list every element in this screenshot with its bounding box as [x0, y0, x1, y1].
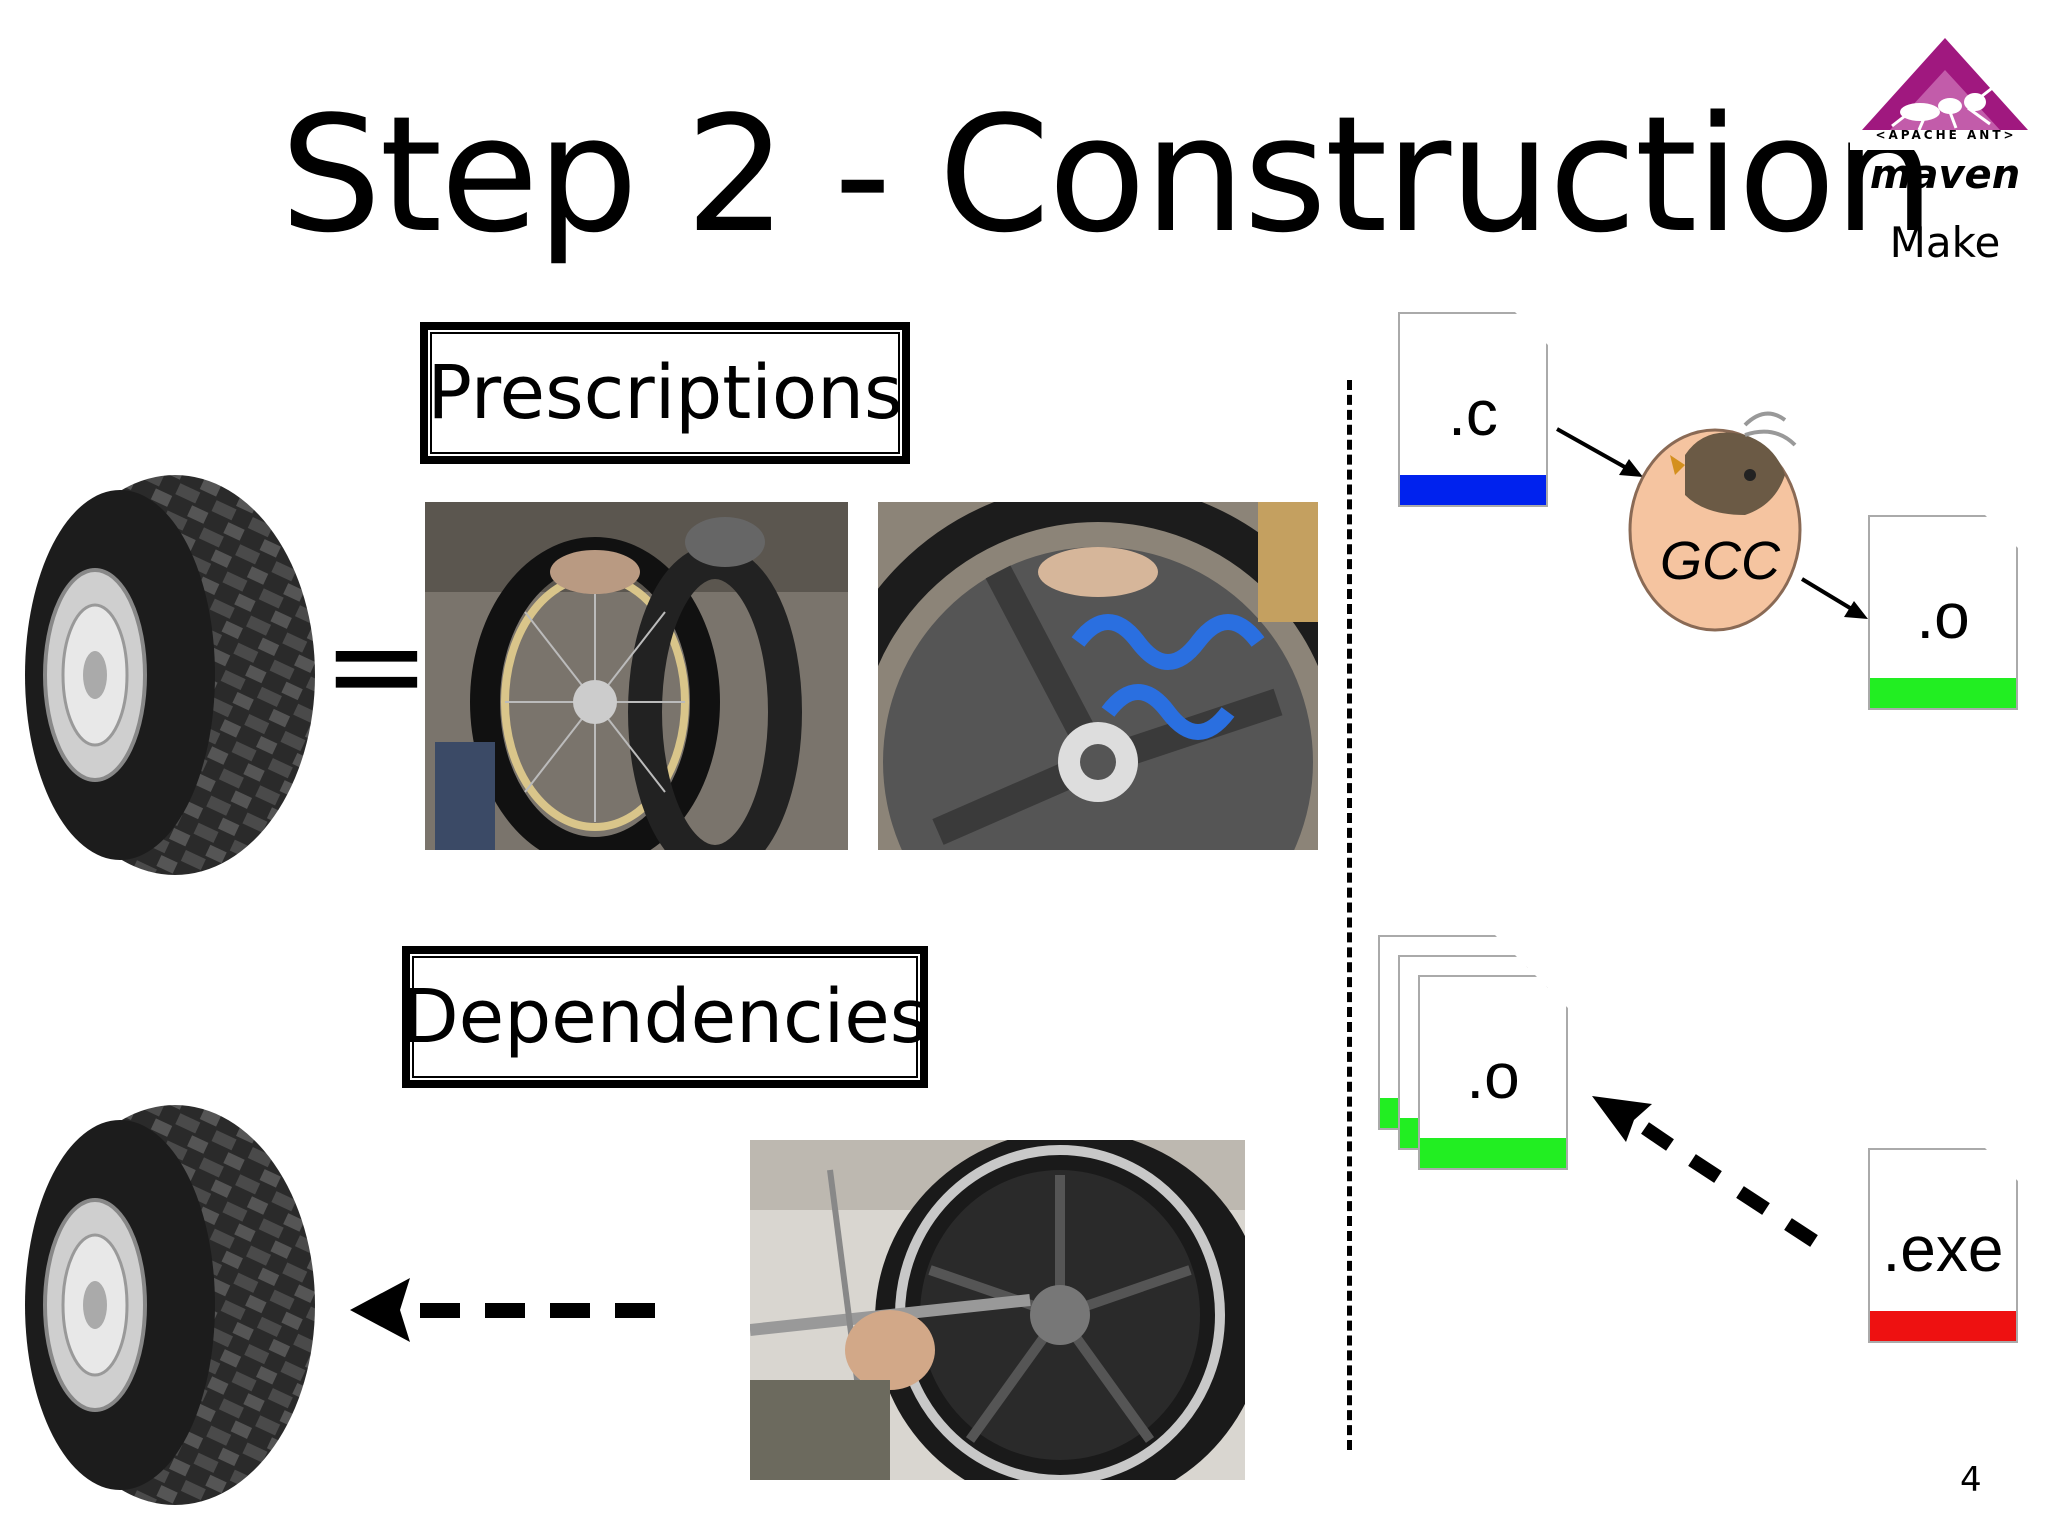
- arrow-exe-to-o-stack: [1592, 1096, 1818, 1247]
- c-source-file-icon: .c: [1398, 312, 1548, 507]
- dependency-dashed-arrow: [350, 1278, 655, 1342]
- make-label: Make: [1889, 218, 2001, 267]
- apache-ant-caption: <APACHE ANT>: [1875, 128, 2017, 142]
- maven-logo: maven: [1869, 152, 2021, 198]
- o-file-band: [1870, 678, 2016, 708]
- equals-sign: =: [322, 589, 431, 741]
- exe-file-label: .exe: [1882, 1213, 2004, 1285]
- prescriptions-text: Prescriptions: [427, 350, 903, 436]
- o-file-stack-front: .o: [1418, 975, 1568, 1170]
- gcc-logo: [1628, 411, 1802, 632]
- tire-mounting-photo: [425, 502, 848, 850]
- section-divider: [1347, 380, 1352, 1450]
- wheel-spring-photo: [878, 502, 1318, 850]
- exe-file-icon: .exe: [1868, 1148, 2018, 1343]
- tire-image-bottom: [25, 1105, 315, 1505]
- arrow-gcc-to-o: [1800, 577, 1868, 619]
- c-file-label: .c: [1448, 377, 1498, 449]
- dependencies-text: Dependencies: [401, 974, 929, 1060]
- lug-wrench-photo: [750, 1140, 1245, 1480]
- o-object-file-icon: .o: [1868, 515, 2018, 710]
- exe-file-band: [1870, 1311, 2016, 1341]
- apache-ant-logo: [1850, 38, 2040, 150]
- c-file-band: [1400, 475, 1546, 505]
- arrow-c-to-gcc: [1556, 427, 1643, 477]
- tire-image-top: [25, 475, 315, 875]
- prescriptions-label: Prescriptions: [420, 322, 910, 464]
- o-stack-label: .o: [1466, 1040, 1520, 1112]
- gcc-label: GCC: [1660, 531, 1780, 591]
- o-file-label: .o: [1916, 580, 1970, 652]
- dependencies-label: Dependencies: [402, 946, 928, 1088]
- slide-title: Step 2 - Construction: [280, 81, 1935, 268]
- page-number: 4: [1960, 1460, 1982, 1500]
